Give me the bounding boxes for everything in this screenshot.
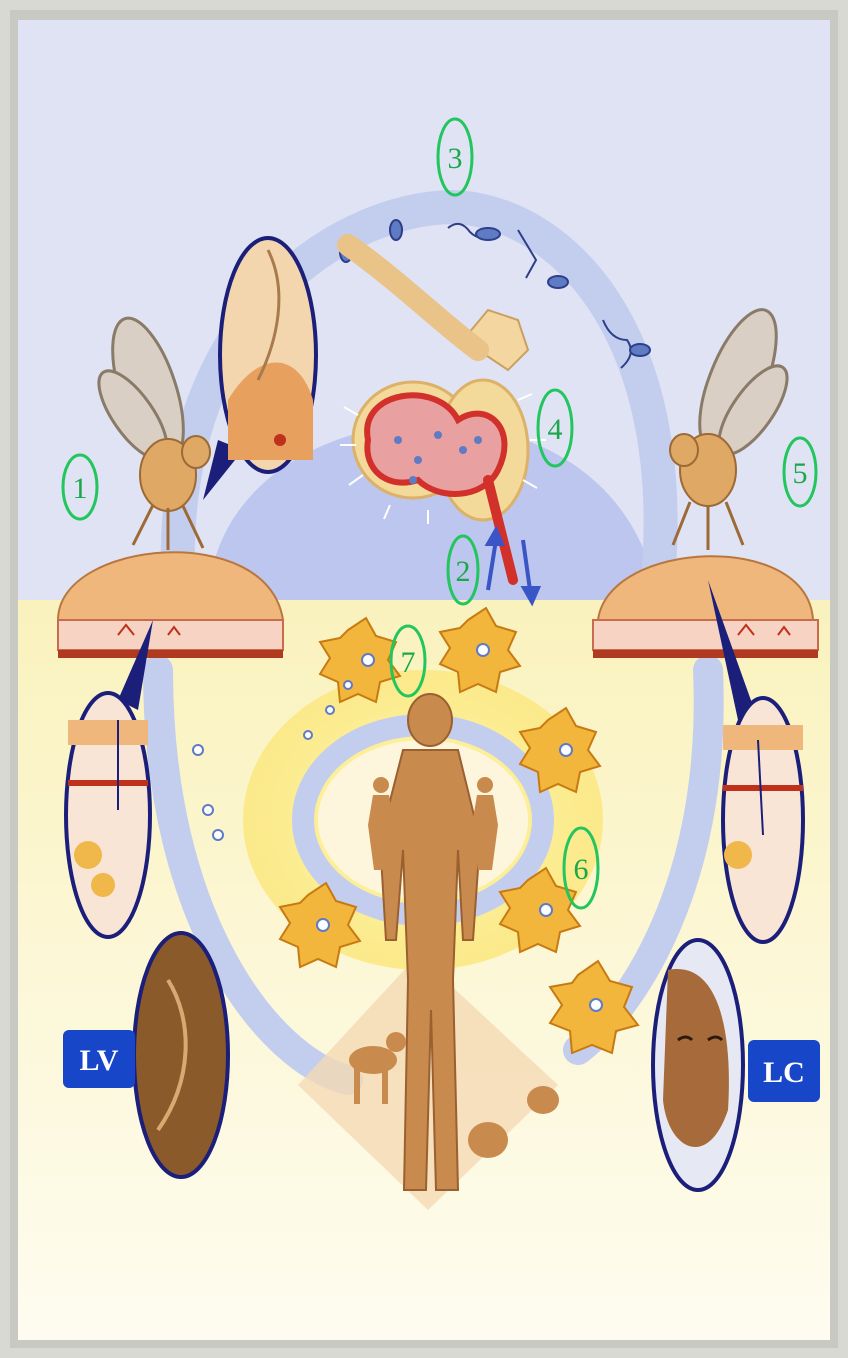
figure-frame: 1 2 3 4 5 6 7	[10, 10, 838, 1348]
badge-visceral-label: LV	[80, 1044, 119, 1077]
stage-4-label: 4	[548, 413, 563, 446]
badge-cutaneous: LC	[748, 1040, 820, 1102]
stage-6-label: 6	[574, 853, 589, 886]
stage-3-label: 3	[448, 142, 463, 175]
rodent-reservoir-right	[527, 1086, 559, 1114]
lens-bottom-left	[134, 933, 228, 1177]
lens-bottom-right	[653, 940, 743, 1190]
stage-1-label: 1	[73, 472, 88, 505]
badge-visceral: LV	[63, 1030, 135, 1088]
diagram-panel: 1 2 3 4 5 6 7	[18, 20, 830, 1340]
rodent-reservoir-left	[468, 1122, 508, 1158]
lifecycle-diagram: 1 2 3 4 5 6 7	[18, 20, 830, 1340]
stage-5-label: 5	[793, 457, 808, 490]
stage-7-label: 7	[401, 646, 416, 679]
badge-cutaneous-label: LC	[763, 1056, 805, 1089]
stage-2-label: 2	[456, 555, 471, 588]
